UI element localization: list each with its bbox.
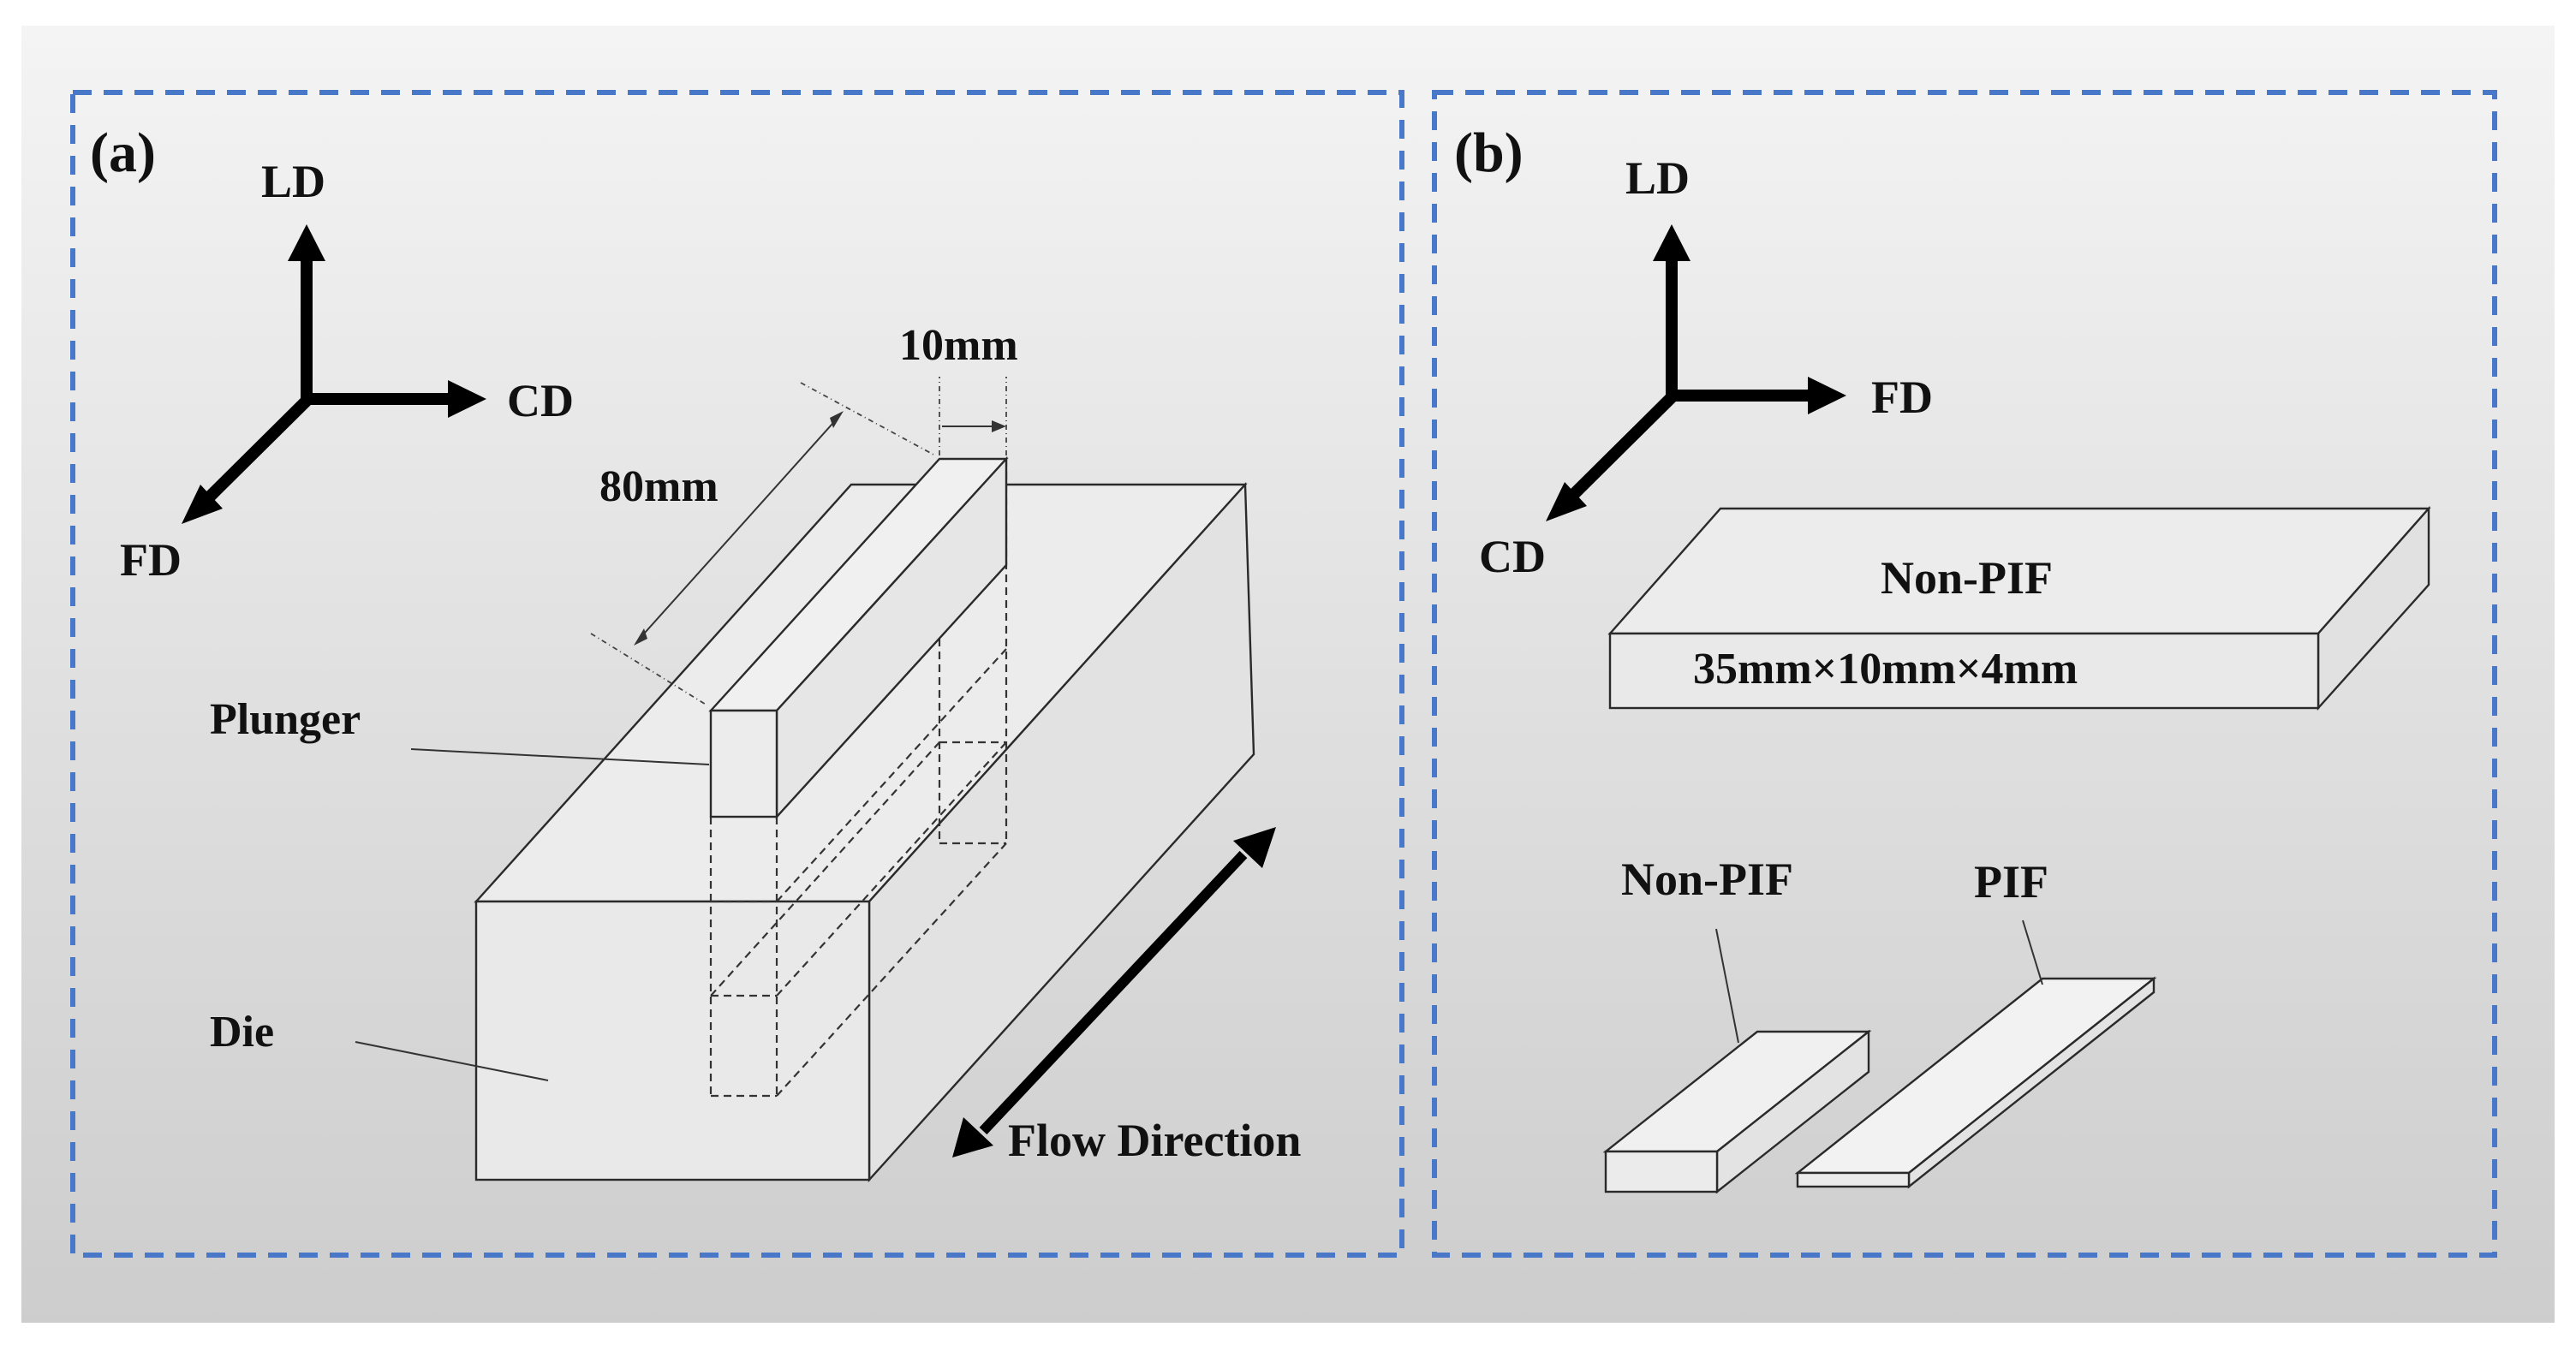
axis-label-cd: CD <box>1479 531 1546 582</box>
panel-a-axes <box>182 224 486 524</box>
dim-arrow <box>634 628 647 646</box>
dim-arrow <box>830 411 844 428</box>
hidden-line <box>776 842 1007 1097</box>
plunger-leader <box>410 748 710 765</box>
sample-front-face <box>1604 1150 1719 1193</box>
dim-arrow <box>992 420 1006 432</box>
non-pif-sample-label: Non-PIF <box>1621 854 1793 905</box>
dim-label-80mm: 80mm <box>599 462 719 511</box>
flow-direction-label: Flow Direction <box>1008 1115 1301 1166</box>
axis-label-ld: LD <box>1625 152 1690 204</box>
non-pif-plate <box>1607 505 2431 711</box>
ld-arrow-head <box>288 224 325 261</box>
plunger-bar <box>708 455 1009 820</box>
panel-a-tag: (a) <box>90 122 156 184</box>
dim-extension-line <box>590 633 708 706</box>
non-pif-sample <box>1602 1029 1872 1194</box>
pif-sample <box>1794 976 2157 1189</box>
flow-arrow-line <box>979 850 1248 1135</box>
plate-size-label: 35mm×10mm×4mm <box>1693 645 2078 693</box>
die-front-face <box>474 900 871 1181</box>
hidden-line <box>710 741 940 997</box>
hidden-line <box>776 648 1007 902</box>
hidden-line <box>776 741 1007 997</box>
fd-arrow-head <box>1808 377 1846 414</box>
cd-axis-line <box>1570 390 1679 498</box>
plate-front-face <box>1608 632 2320 710</box>
flow-arrow-head-start <box>952 1117 993 1158</box>
die-leader <box>355 1041 549 1081</box>
panel-b-tag: (b) <box>1454 122 1524 184</box>
axis-label-ld: LD <box>261 156 325 207</box>
cd-arrow-head <box>448 380 486 418</box>
axis-label-fd: FD <box>1871 372 1933 423</box>
panel-b-frame <box>1432 90 2497 1258</box>
axis-label-fd: FD <box>120 534 182 586</box>
fd-axis-line <box>206 393 314 501</box>
axis-label-cd: CD <box>507 375 574 426</box>
plunger-label: Plunger <box>210 695 361 744</box>
cd-arrow-head <box>1546 482 1587 521</box>
plunger-front-face <box>709 709 778 818</box>
pif-leader <box>2022 919 2043 985</box>
dimension-10mm <box>939 377 1007 455</box>
panel-a-frame <box>70 90 1404 1258</box>
non-pif-leader <box>1715 928 1739 1044</box>
panel-b-axes <box>1546 224 1846 521</box>
dim-line-80mm <box>637 415 840 641</box>
die-label: Die <box>210 1008 274 1056</box>
plate-name-label: Non-PIF <box>1881 552 2053 604</box>
ld-arrow-head <box>1653 224 1690 261</box>
pif-sample-label: PIF <box>1974 856 2048 908</box>
pif-front-face <box>1796 1171 1911 1188</box>
dimension-80mm <box>590 382 936 706</box>
flow-arrow-head-end <box>1233 827 1276 868</box>
fd-arrow-head <box>182 485 223 524</box>
flow-direction-arrow <box>952 827 1276 1158</box>
dim-label-10mm: 10mm <box>899 321 1018 370</box>
